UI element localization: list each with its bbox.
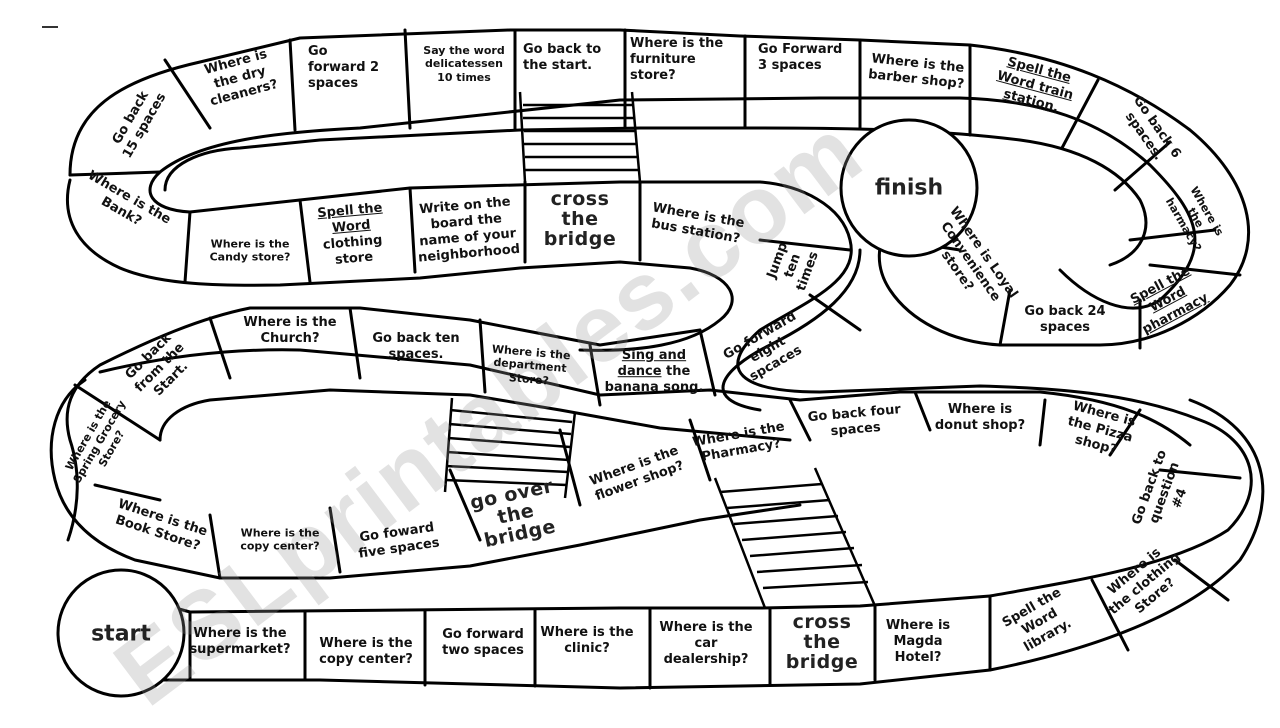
start-label: start (91, 621, 151, 647)
finish-label: finish (874, 175, 944, 201)
space-spell-clothing-underlined: Spell the Word (316, 200, 384, 236)
space-car-dealership: Where is the car dealership? (659, 620, 753, 667)
space-spell-clothing-store: Spell the Word clothing store (304, 199, 399, 270)
space-go-forward-2: Go forward 2 spaces (308, 44, 380, 91)
space-candy-store: Where is the Candy store? (209, 237, 291, 264)
space-cross-bridge-bottom: cross the bridge (785, 611, 859, 673)
space-go-forward-3: Go Forward 3 spaces (758, 42, 843, 73)
space-sing-dance-underlined: Sing and dance (617, 348, 687, 380)
space-copy-center-2: Where is the copy center? (240, 526, 320, 553)
space-church: Where is the Church? (243, 315, 337, 346)
finish-circle (839, 118, 979, 258)
space-supermarket: Where is the supermarket? (189, 626, 291, 657)
space-donut-shop: Where is donut shop? (934, 402, 1026, 433)
space-clinic: Where is the clinic? (540, 625, 634, 656)
corner-dash-mark (42, 26, 58, 28)
space-furniture-store: Where is the furniture store? (630, 36, 724, 83)
space-copy-center-1: Where is the copy center? (319, 636, 413, 667)
space-go-back-ten: Go back ten spaces. (372, 331, 460, 362)
space-go-back-24: Go back 24 spaces (1024, 304, 1106, 335)
start-circle (56, 568, 186, 698)
space-sing-dance: Sing and dance the banana song. (599, 348, 709, 396)
space-spell-clothing-rest: clothing store (322, 232, 383, 268)
space-department-store: Where is the department Store? (491, 342, 572, 388)
space-cross-bridge-top: cross the bridge (543, 188, 617, 250)
space-write-neighborhood: Write on the board the name of your neig… (417, 194, 521, 266)
space-go-back-start: Go back to the start. (523, 42, 602, 73)
space-go-forward-two: Go forward two spaces (442, 627, 524, 658)
space-sing-dance-rest: the banana song. (604, 364, 704, 395)
space-say-delicatessen: Say the word delicatessen 10 times (423, 43, 505, 84)
space-magda-hotel: Where is Magda Hotel? (885, 618, 951, 665)
